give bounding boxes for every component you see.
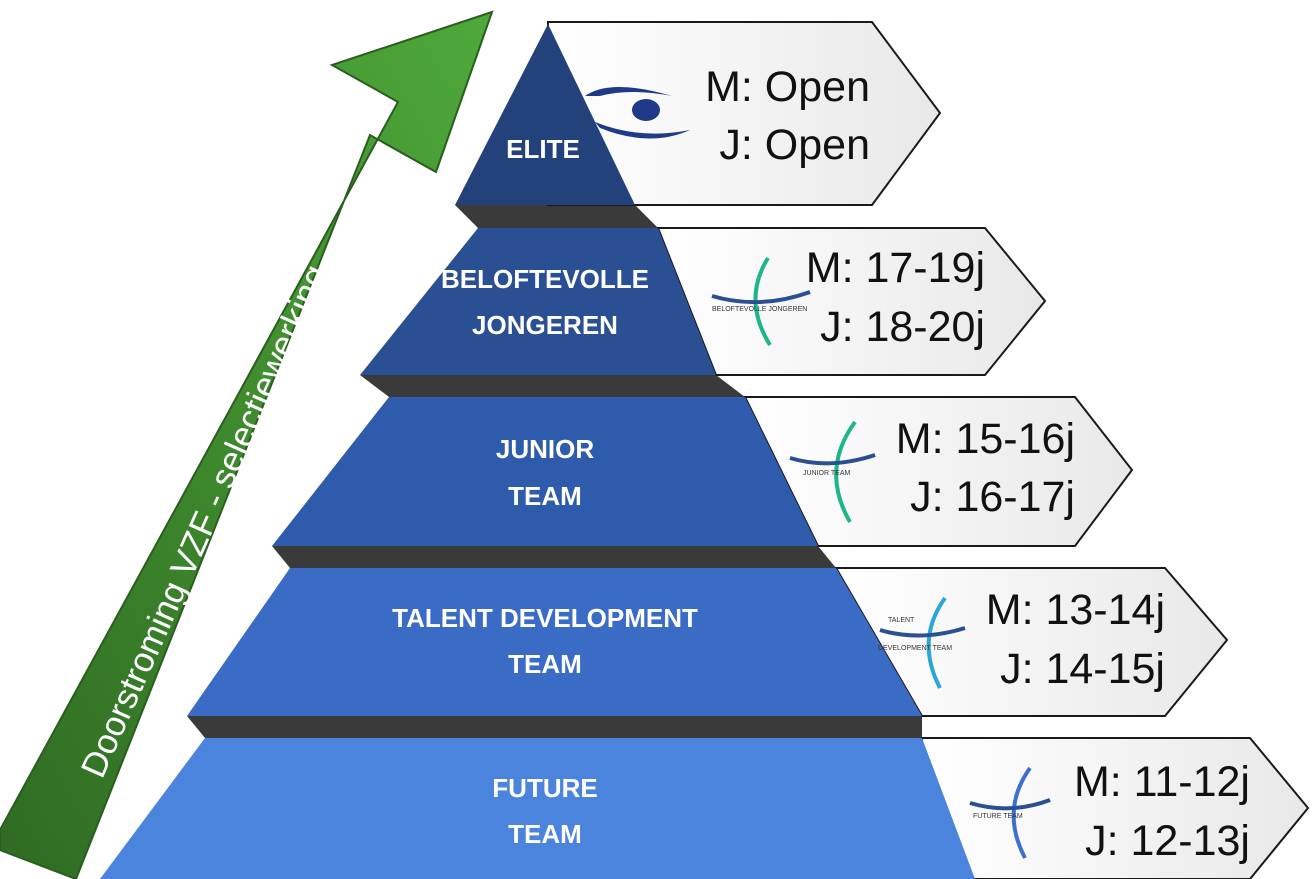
separator-4 xyxy=(187,716,922,738)
age-men-beloftevolle: M: 17-19j xyxy=(806,244,985,292)
block-elite xyxy=(455,24,635,205)
swimmer-arc-icon: JUNIOR TEAM xyxy=(789,420,876,523)
block-talent-development-team xyxy=(187,568,922,716)
age-men-elite: M: Open xyxy=(705,63,870,111)
logo-text-talent-2: DEVELOPMENT TEAM xyxy=(878,645,952,652)
tier-label-future-line1: FUTURE xyxy=(492,773,597,803)
separator-2 xyxy=(360,375,745,397)
tier-future-team: FUTURE TEAM FUTURE TEAM M: 11-12j J: 12-… xyxy=(100,737,1310,879)
separator-3 xyxy=(272,546,836,568)
age-men-talent: M: 13-14j xyxy=(986,586,1165,634)
logo-text-future: FUTURE TEAM xyxy=(973,813,1023,820)
swimmer-arc-icon: FUTURE TEAM xyxy=(969,766,1051,859)
tier-label-beloftevolle-line2: JONGEREN xyxy=(472,310,618,340)
logo-text-junior: JUNIOR TEAM xyxy=(803,470,850,477)
tier-beloftevolle-jongeren: BELOFTEVOLLE JONGEREN BELOFTEVOLLE JONGE… xyxy=(360,227,1047,376)
tier-label-elite: ELITE xyxy=(506,134,580,164)
tier-label-talent-line2: TEAM xyxy=(508,649,582,679)
logo-text-beloftevolle: BELOFTEVOLLE JONGEREN xyxy=(712,306,807,313)
swimmer-arc-icon: TALENT DEVELOPMENT TEAM xyxy=(878,596,966,689)
tier-junior-team: JUNIOR TEAM JUNIOR TEAM M: 15-16j J: 16-… xyxy=(272,396,1134,547)
tier-label-future-line2: TEAM xyxy=(508,819,582,849)
arrow-shape xyxy=(0,10,494,879)
age-men-future: M: 11-12j xyxy=(1074,758,1250,806)
tier-label-talent-line1: TALENT DEVELOPMENT xyxy=(392,603,698,633)
tier-label-beloftevolle-line1: BELOFTEVOLLE xyxy=(441,264,649,294)
tier-label-junior-line2: TEAM xyxy=(508,481,582,511)
tier-elite: ELITE M: Open J: Open xyxy=(455,21,942,206)
block-junior-team xyxy=(272,397,818,546)
age-men-junior: M: 15-16j xyxy=(896,415,1075,463)
separator-1 xyxy=(455,205,658,228)
age-women-talent: J: 14-15j xyxy=(1000,645,1165,693)
logo-text-talent-1: TALENT xyxy=(888,617,915,624)
swimmer-arc-icon: BELOFTEVOLLE JONGEREN xyxy=(711,256,811,347)
block-future-team xyxy=(100,738,975,879)
age-women-future: J: 12-13j xyxy=(1085,817,1250,865)
tier-separators xyxy=(187,205,922,738)
age-women-beloftevolle: J: 18-20j xyxy=(820,303,985,351)
block-beloftevolle-jongeren xyxy=(360,228,716,375)
tier-talent-development-team: TALENT DEVELOPMENT TEAM TALENT DEVELOPME… xyxy=(187,567,1229,717)
age-women-elite: J: Open xyxy=(719,121,870,169)
age-women-junior: J: 16-17j xyxy=(910,473,1075,521)
swimmer-swoosh-icon xyxy=(585,87,690,139)
tier-label-junior-line1: JUNIOR xyxy=(496,434,594,464)
